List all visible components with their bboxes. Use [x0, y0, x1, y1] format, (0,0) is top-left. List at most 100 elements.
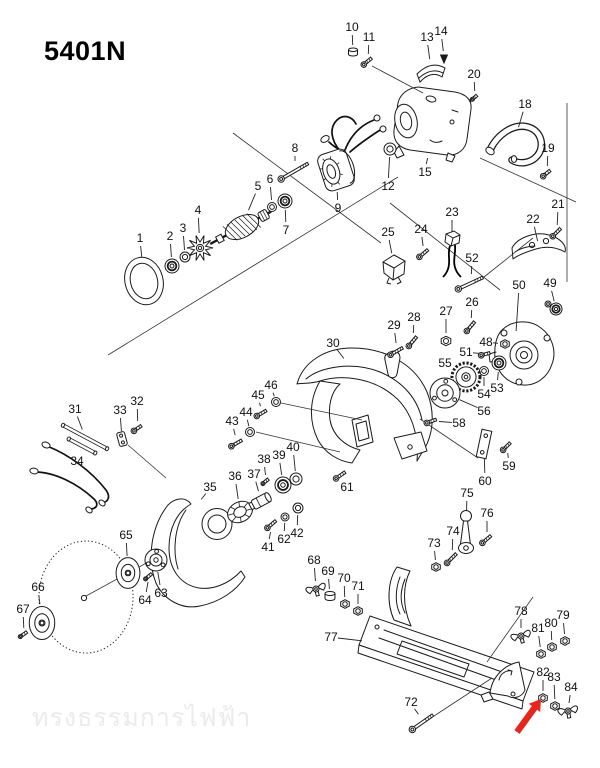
- saw-blade-illustration: [38, 540, 134, 654]
- leader-line-63: [157, 571, 161, 586]
- part-number-60: 60: [478, 474, 492, 488]
- part-54-illustration: [479, 366, 489, 376]
- part-number-20: 20: [467, 67, 481, 81]
- construction-line: [419, 418, 479, 459]
- part-48-illustration: [500, 339, 510, 349]
- leader-line-35: [200, 493, 207, 500]
- part-60-illustration: [475, 428, 493, 460]
- part-34-illustration: [66, 436, 98, 456]
- part-number-82: 82: [536, 665, 550, 679]
- leader-line-3: [183, 235, 185, 251]
- gear-housing-illustration: [488, 300, 555, 386]
- part-number-12: 12: [381, 179, 395, 193]
- construction-line: [389, 202, 501, 291]
- leader-line-24: [421, 236, 424, 247]
- part-76-illustration: [479, 534, 493, 547]
- leader-line-48: [492, 342, 499, 344]
- part-49-illustration: [549, 302, 563, 316]
- leader-line-15: [425, 157, 429, 165]
- part-number-48: 48: [479, 335, 493, 349]
- part-38-illustration: [260, 477, 270, 487]
- part-number-13: 13: [420, 30, 434, 44]
- part-81-illustration: [536, 649, 546, 659]
- part-number-6: 6: [267, 172, 274, 186]
- construction-line: [486, 596, 534, 663]
- leader-line-33: [120, 417, 122, 432]
- part-number-61: 61: [340, 480, 354, 494]
- part-37-illustration: [248, 492, 272, 511]
- part-number-43: 43: [225, 414, 239, 428]
- part-number-7: 7: [283, 223, 290, 237]
- construction-line: [483, 237, 534, 278]
- model-number-title: 5401N: [44, 36, 127, 66]
- leader-line-21: [556, 211, 559, 226]
- part-number-33: 33: [113, 403, 127, 417]
- leader-line-39: [279, 462, 283, 476]
- small-parts: [17, 47, 578, 734]
- construction-line: [371, 65, 424, 94]
- part-number-50: 50: [512, 278, 526, 292]
- part-number-41: 41: [261, 540, 275, 554]
- leader-line-40: [293, 454, 296, 472]
- lever-22-illustration: [511, 233, 566, 260]
- part-number-74: 74: [446, 524, 460, 538]
- part-number-67: 67: [16, 602, 30, 616]
- part-75-illustration: [458, 510, 474, 554]
- leader-line-81: [538, 635, 541, 648]
- part-number-69: 69: [321, 564, 335, 578]
- part-number-58: 58: [452, 416, 466, 430]
- safety-cover-illustration: [150, 498, 246, 608]
- part-29-illustration: [387, 345, 405, 359]
- leader-line-12: [387, 156, 391, 179]
- leader-line-18: [518, 111, 524, 128]
- watermark-text: ทรงธรรมการไฟฟ้า: [32, 703, 252, 732]
- part-number-11: 11: [363, 30, 376, 44]
- part-11-illustration: [360, 56, 374, 68]
- leader-line-45: [259, 402, 261, 407]
- leader-line-31: [76, 416, 83, 430]
- part-number-27: 27: [439, 304, 453, 318]
- part-number-26: 26: [465, 295, 479, 309]
- part-number-77: 77: [324, 630, 338, 644]
- part-number-22: 22: [526, 212, 540, 226]
- part-number-42: 42: [290, 526, 304, 540]
- part-70-illustration: [340, 599, 350, 609]
- part-53-illustration: [491, 355, 507, 371]
- leader-line-50: [515, 292, 520, 332]
- leader-line-79: [563, 622, 565, 635]
- part-4-illustration: [186, 235, 214, 261]
- part-number-14: 14: [434, 24, 448, 38]
- part-number-8: 8: [292, 141, 299, 155]
- part-number-45: 45: [251, 388, 265, 402]
- part-number-64: 64: [138, 593, 152, 607]
- part-68-illustration: [305, 582, 326, 597]
- leader-line-56: [459, 399, 478, 409]
- construction-line: [127, 444, 167, 479]
- part-51-illustration: [477, 351, 491, 359]
- part-61-illustration: [332, 470, 347, 482]
- part-number-39: 39: [272, 448, 286, 462]
- part-number-32: 32: [130, 394, 144, 408]
- leader-line-1: [140, 245, 143, 258]
- leader-line-37: [255, 481, 259, 492]
- part-number-53: 53: [490, 381, 504, 395]
- leader-line-30: [336, 349, 345, 359]
- part-7-illustration: [277, 193, 293, 209]
- leader-line-6: [270, 186, 272, 201]
- part-6-illustration: [267, 202, 277, 212]
- part-25-illustration: [382, 254, 406, 285]
- part-20-illustration: [469, 93, 479, 103]
- part-64-illustration: [143, 571, 154, 582]
- part-number-31: 31: [68, 402, 82, 416]
- leader-line-65: [125, 542, 128, 557]
- part-52-illustration: [454, 275, 485, 293]
- part-number-10: 10: [345, 20, 359, 34]
- motor-housing-illustration: [393, 86, 472, 163]
- part-number-83: 83: [547, 670, 561, 684]
- leader-line-38: [264, 466, 266, 476]
- part-72-illustration: [408, 713, 435, 734]
- leader-line-2: [170, 243, 172, 258]
- leader-line-44: [246, 419, 250, 427]
- rear-handle-illustration: [485, 122, 546, 167]
